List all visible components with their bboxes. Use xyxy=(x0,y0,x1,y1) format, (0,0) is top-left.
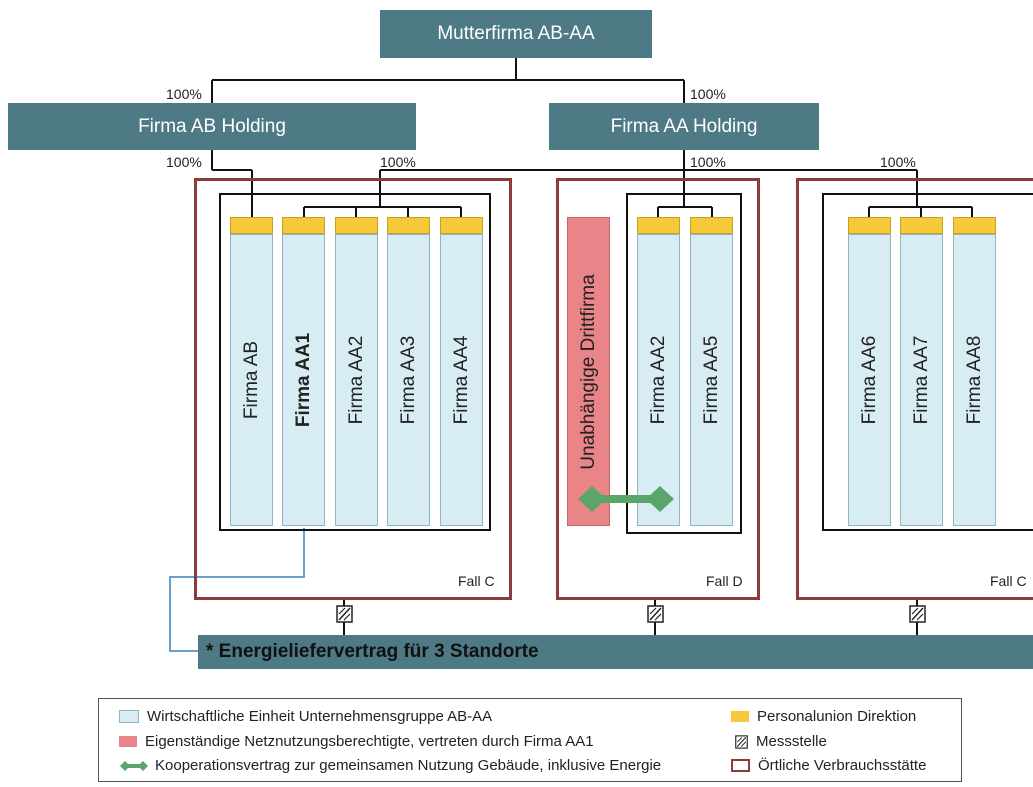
management-marker xyxy=(230,217,273,234)
company-label: Firma AA7 xyxy=(910,335,932,425)
site-box xyxy=(796,178,1033,600)
percent-label: 100% xyxy=(380,154,416,170)
holding-aa-box: Firma AA Holding xyxy=(549,103,819,150)
company-label: Firma AA8 xyxy=(963,335,985,425)
cooperation-arrow-icon xyxy=(578,486,674,512)
company-label: Firma AA2 xyxy=(345,335,367,425)
meter-icon xyxy=(909,605,926,623)
site-box xyxy=(194,178,512,600)
company-label: Firma AB xyxy=(240,340,262,420)
holding-ab-label: Firma AB Holding xyxy=(138,115,286,137)
legend-item-network-user: Eigenständige Netznutzungsberechtigte, v… xyxy=(119,733,594,750)
parent-company-label: Mutterfirma AB-AA xyxy=(437,23,595,44)
management-marker xyxy=(440,217,483,234)
percent-label: 100% xyxy=(166,154,202,170)
holding-ab-box: Firma AB Holding xyxy=(8,103,416,150)
percent-label: 100% xyxy=(690,86,726,102)
legend-item-management: Personalunion Direktion xyxy=(731,708,916,725)
legend: Wirtschaftliche Einheit Unternehmensgrup… xyxy=(98,698,962,782)
cooperation-arrow-icon xyxy=(120,760,148,771)
economic-group-box xyxy=(626,193,742,534)
case-label: Fall C xyxy=(990,573,1027,589)
company-label: Firma AA1 xyxy=(292,332,314,428)
third-party-box: Unabhängige Drittfirma xyxy=(567,217,610,526)
legend-label: Personalunion Direktion xyxy=(757,708,917,725)
company-column: Firma AA2 xyxy=(637,234,680,526)
legend-swatch-yellow xyxy=(731,711,749,722)
economic-group-box xyxy=(822,193,1033,531)
energy-contract-label: * Energieliefervertrag für 3 Standorte xyxy=(206,641,539,662)
management-marker xyxy=(282,217,325,234)
site-box xyxy=(556,178,760,600)
legend-label: Kooperationsvertrag zur gemeinsamen Nutz… xyxy=(155,757,662,774)
management-marker xyxy=(637,217,680,234)
company-label: Firma AA3 xyxy=(397,335,419,425)
percent-label: 100% xyxy=(690,154,726,170)
company-column: Firma AA2 xyxy=(335,234,378,526)
energy-contract-bar: * Energieliefervertrag für 3 Standorte xyxy=(198,635,1033,669)
legend-swatch-site xyxy=(731,759,750,772)
legend-item-cooperation: Kooperationsvertrag zur gemeinsamen Nutz… xyxy=(119,757,661,774)
legend-label: Eigenständige Netznutzungsberechtigte, v… xyxy=(145,733,594,750)
company-column: Firma AA1 xyxy=(282,234,325,526)
legend-swatch-red xyxy=(119,736,137,747)
company-column: Firma AB xyxy=(230,234,273,526)
legend-swatch-blue xyxy=(119,710,139,723)
parent-company-box: Mutterfirma AB-AA xyxy=(380,10,652,58)
meter-icon xyxy=(647,605,664,623)
legend-item-site: Örtliche Verbrauchsstätte xyxy=(731,757,926,774)
company-label: Firma AA6 xyxy=(858,335,880,425)
company-column: Firma AA4 xyxy=(440,234,483,526)
case-label: Fall C xyxy=(458,573,495,589)
percent-label: 100% xyxy=(880,154,916,170)
company-label: Firma AA2 xyxy=(647,335,669,425)
legend-label: Örtliche Verbrauchsstätte xyxy=(758,757,927,774)
company-column: Firma AA6 xyxy=(848,234,891,526)
management-marker xyxy=(387,217,430,234)
management-marker xyxy=(690,217,733,234)
company-label: Firma AA5 xyxy=(700,335,722,425)
holding-aa-label: Firma AA Holding xyxy=(610,115,758,137)
economic-group-box xyxy=(219,193,491,531)
company-column: Firma AA7 xyxy=(900,234,943,526)
legend-label: Messstelle xyxy=(756,733,827,750)
meter-icon xyxy=(735,734,748,749)
management-marker xyxy=(848,217,891,234)
management-marker xyxy=(900,217,943,234)
company-column: Firma AA3 xyxy=(387,234,430,526)
case-label: Fall D xyxy=(706,573,743,589)
management-marker xyxy=(335,217,378,234)
company-column: Firma AA5 xyxy=(690,234,733,526)
company-column: Firma AA8 xyxy=(953,234,996,526)
third-party-label: Unabhängige Drittfirma xyxy=(577,273,599,470)
percent-label: 100% xyxy=(166,86,202,102)
legend-label: Wirtschaftliche Einheit Unternehmensgrup… xyxy=(147,708,493,725)
company-label: Firma AA4 xyxy=(450,335,472,425)
legend-item-economic-unit: Wirtschaftliche Einheit Unternehmensgrup… xyxy=(119,708,492,725)
meter-icon xyxy=(336,605,353,623)
legend-item-meter: Messstelle xyxy=(735,733,827,750)
management-marker xyxy=(953,217,996,234)
